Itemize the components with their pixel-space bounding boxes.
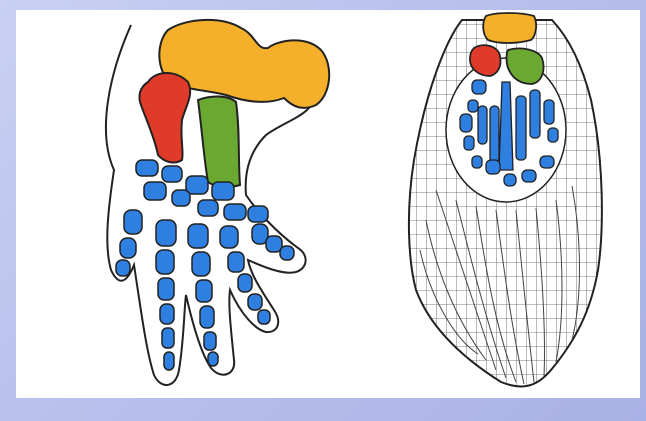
radial-bone bbox=[472, 80, 486, 94]
phalanx bbox=[204, 332, 216, 350]
phalanx bbox=[238, 274, 252, 292]
phalanx bbox=[188, 224, 208, 248]
radial-bone bbox=[544, 100, 554, 124]
radial-bone bbox=[516, 96, 526, 160]
phalanx bbox=[160, 304, 174, 324]
radial-bone bbox=[464, 136, 474, 150]
phalanx bbox=[228, 252, 244, 272]
carpal-bone bbox=[198, 200, 218, 216]
phalanx bbox=[266, 236, 282, 252]
phalanx bbox=[248, 294, 262, 310]
radial-bone bbox=[522, 170, 536, 182]
radial-bone bbox=[504, 174, 516, 186]
fin-humerus-bone bbox=[483, 13, 536, 43]
carpal-bone bbox=[224, 204, 246, 220]
phalanx bbox=[192, 252, 210, 276]
radial-bone bbox=[499, 82, 513, 170]
carpal-bone bbox=[136, 160, 158, 176]
radial-bone bbox=[490, 106, 499, 162]
figure-panel bbox=[16, 10, 640, 398]
radial-bone bbox=[472, 156, 482, 168]
carpal-bone bbox=[212, 182, 234, 200]
carpal-bone bbox=[186, 176, 208, 194]
carpal-bone bbox=[172, 190, 190, 206]
fin-ulna-bone bbox=[470, 45, 501, 76]
phalanx bbox=[208, 352, 218, 366]
phalanx bbox=[196, 280, 212, 302]
radial-bone bbox=[530, 90, 540, 138]
carpal-bone bbox=[162, 166, 182, 182]
radial-bone bbox=[540, 156, 554, 168]
limb-fin-comparison-diagram bbox=[16, 10, 640, 398]
phalanx bbox=[258, 310, 270, 324]
phalanx bbox=[158, 278, 174, 300]
carpal-bone bbox=[144, 182, 166, 200]
radial-bone bbox=[478, 106, 487, 144]
digit-bones bbox=[116, 160, 294, 370]
phalanx bbox=[200, 306, 214, 328]
tetrapod-limb bbox=[106, 20, 329, 385]
phalanx bbox=[124, 210, 142, 234]
ulna-bone bbox=[139, 73, 190, 162]
radial-bone bbox=[468, 100, 478, 112]
phalanx bbox=[162, 328, 174, 348]
phalanx bbox=[156, 250, 174, 274]
fish-fin bbox=[409, 13, 602, 386]
phalanx bbox=[156, 220, 176, 246]
phalanx bbox=[164, 352, 174, 370]
phalanx bbox=[220, 226, 238, 248]
radial-bone bbox=[548, 128, 558, 142]
phalanx bbox=[280, 246, 294, 260]
radial-bone bbox=[486, 160, 500, 174]
phalanx bbox=[116, 260, 130, 276]
phalanx bbox=[120, 238, 136, 258]
radial-bone bbox=[460, 114, 472, 132]
radius-bone bbox=[198, 96, 240, 187]
carpal-bone bbox=[248, 206, 268, 222]
